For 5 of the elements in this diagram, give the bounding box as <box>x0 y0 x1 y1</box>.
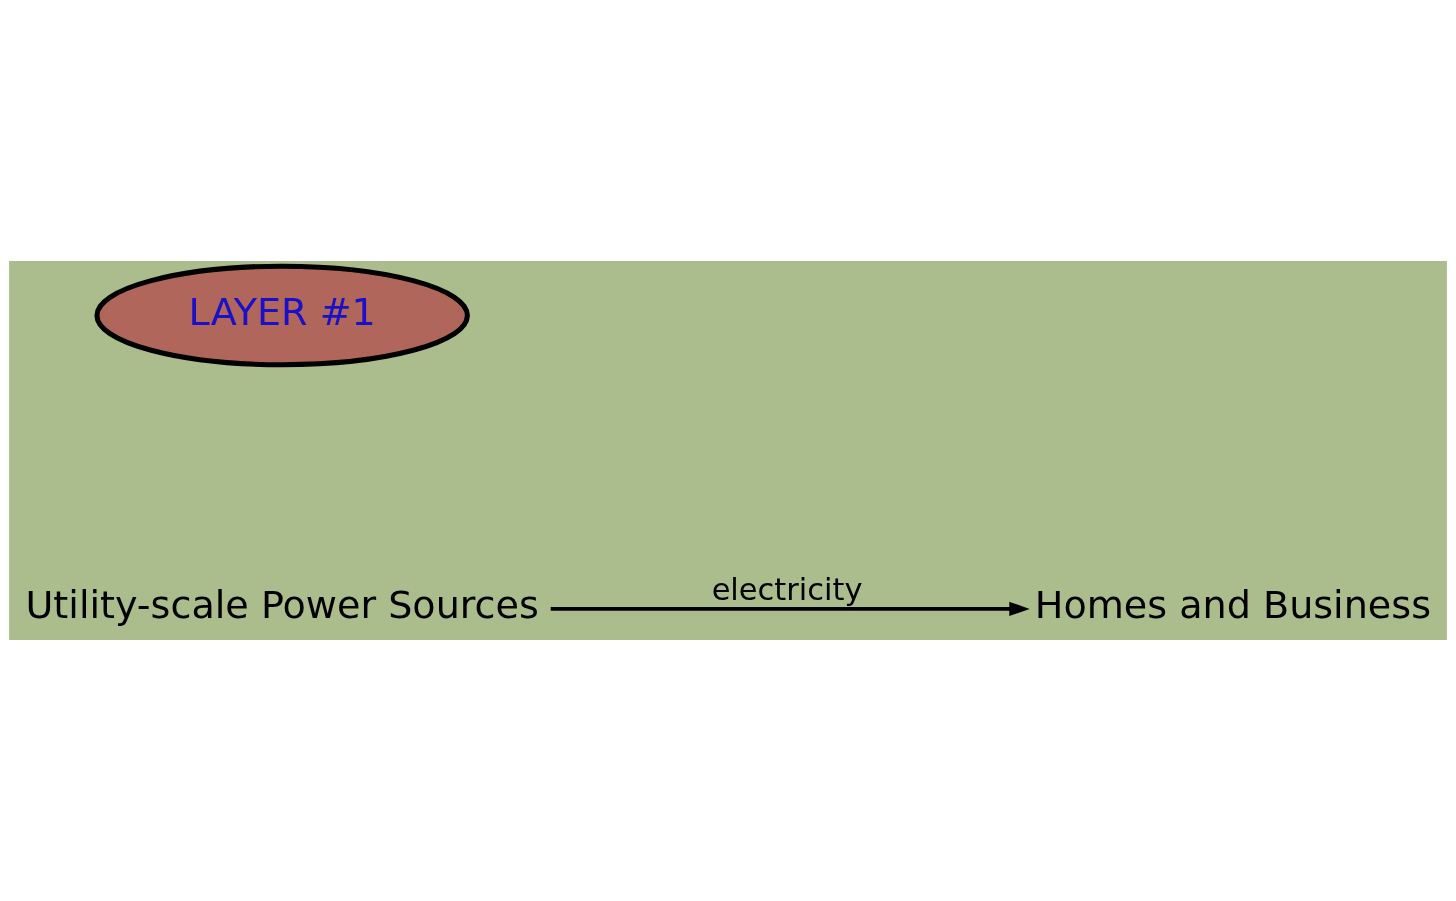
node-text: Utility-scale Power Sources <box>25 583 539 628</box>
node-text: Homes and Business <box>1034 583 1431 628</box>
node-ellipse: LAYER #1 <box>94 263 470 368</box>
arrow <box>550 601 1030 616</box>
edge-label: electricity <box>711 572 863 608</box>
